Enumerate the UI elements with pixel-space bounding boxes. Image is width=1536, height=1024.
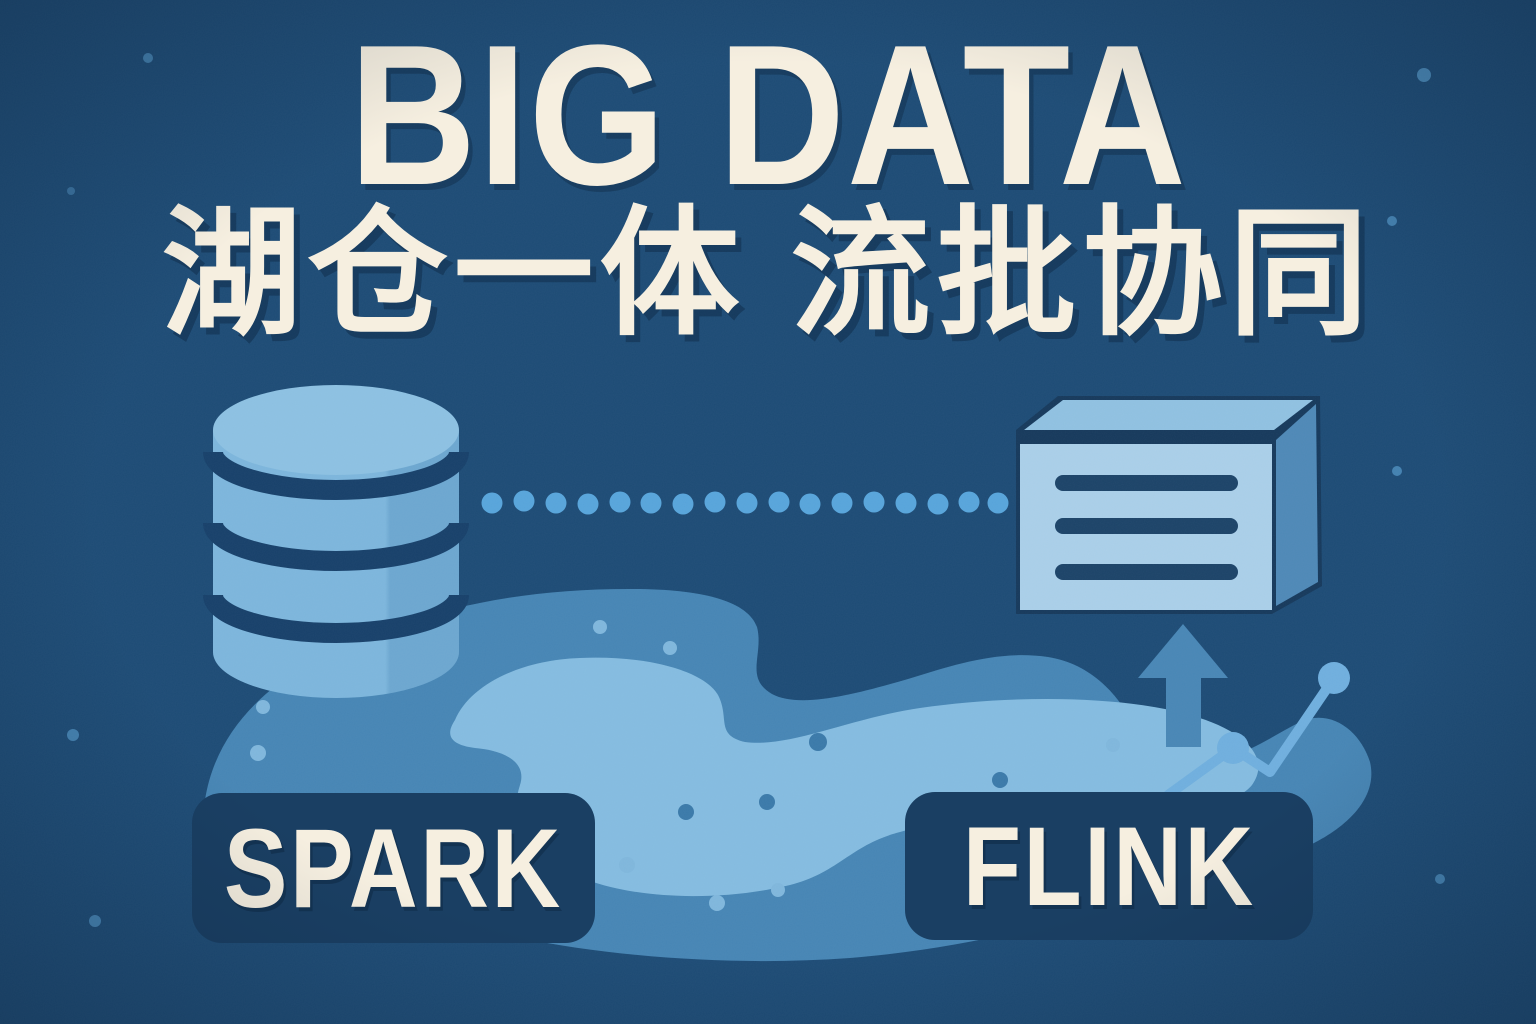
spark-badge: SPARK (192, 793, 595, 943)
page-title: BIG DATA (0, 16, 1536, 216)
page-subtitle: 湖仓一体 流批协同 (0, 204, 1536, 344)
title-text: BIG DATA (348, 4, 1188, 227)
flink-badge: FLINK (905, 792, 1313, 940)
subtitle-text: 湖仓一体 流批协同 (161, 195, 1375, 352)
flink-badge-label: FLINK (962, 803, 1256, 929)
spark-badge-label: SPARK (224, 805, 563, 931)
